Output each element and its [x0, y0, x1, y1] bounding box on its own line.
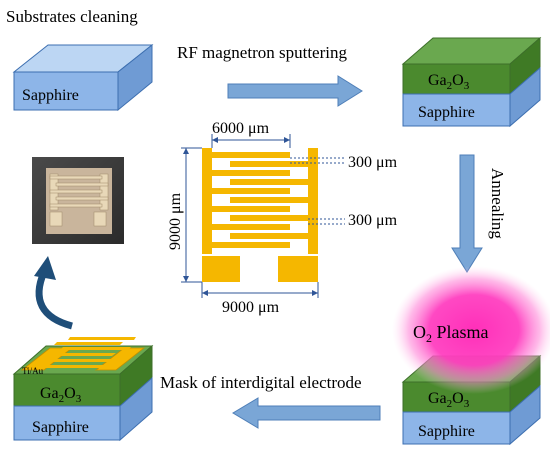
sapphire-label-1: Sapphire [22, 87, 79, 104]
sapphire-label-2: Sapphire [418, 104, 475, 121]
arrow-down-icon [451, 154, 483, 273]
arrow-right-icon [227, 75, 363, 107]
film-label-3: Ga2O3 [428, 390, 470, 410]
mask-finger [230, 233, 308, 239]
dim-finger-width: 6000 μm [212, 120, 270, 137]
dim-width: 9000 μm [222, 299, 280, 316]
mask-finger [230, 161, 308, 167]
device-photo [32, 157, 124, 244]
mask-finger [212, 242, 290, 248]
substrate-block-clean: Sapphire [12, 43, 154, 112]
plasma-cloud [392, 266, 550, 394]
step-mask-label: Mask of interdigital electrode [160, 373, 362, 392]
dim-height: 9000 μm [167, 192, 184, 250]
sapphire-label-4: Sapphire [32, 419, 89, 436]
step-sputtering-label: RF magnetron sputtering [177, 43, 347, 62]
stack-sputtered: Ga2O3 Sapphire [401, 36, 542, 128]
dim-gap-2: 300 μm [348, 212, 398, 229]
device-electrodes [20, 337, 146, 371]
mask-finger [230, 197, 308, 203]
mask-right-bus [308, 148, 318, 254]
mask-drawing: 6000 μm 9000 μm 9000 μm 300 μm 300 μm [167, 120, 398, 316]
film-label-4: Ga2O3 [40, 385, 82, 405]
mask-left-pad [202, 256, 240, 282]
plasma-label: O2 Plasma [413, 322, 489, 345]
device-stack: Ti/Au Ga2O3 Sapphire [12, 337, 154, 442]
dim-gap-1: 300 μm [348, 154, 398, 171]
mask-left-bus [202, 148, 212, 254]
mask-finger [212, 206, 290, 212]
curved-arrow-icon [34, 256, 73, 330]
mask-finger [212, 170, 290, 176]
mask-finger [212, 152, 290, 158]
step-cleaning-label: Substrates cleaning [6, 7, 138, 26]
mask-right-pad [278, 256, 318, 282]
film-label-1: Ga2O3 [428, 72, 470, 92]
mask-finger [212, 188, 290, 194]
arrow-left-icon [232, 397, 381, 429]
contact-label: Ti/Au [22, 366, 44, 376]
step-annealing-label: Annealing [488, 168, 507, 239]
mask-finger [230, 215, 308, 221]
sapphire-label-3: Sapphire [418, 423, 475, 440]
mask-finger [230, 179, 308, 185]
mask-finger [212, 224, 290, 230]
